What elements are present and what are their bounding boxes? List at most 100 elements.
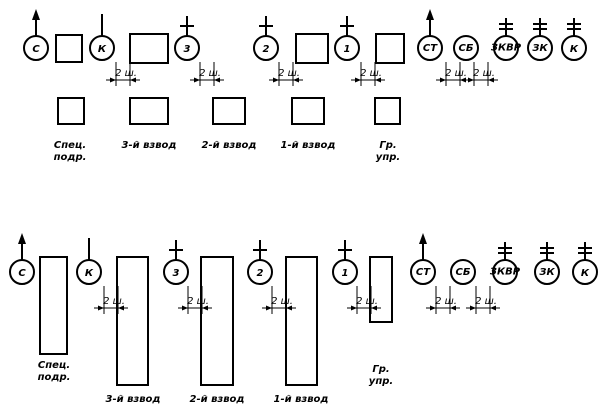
node-k2: К <box>572 242 598 285</box>
arrow-icon <box>419 233 427 244</box>
node-label: 1 <box>342 268 349 279</box>
node-label: СТ <box>416 267 431 278</box>
arrow-icon <box>202 305 208 311</box>
unit-box-spec <box>39 256 68 355</box>
distance-marker: 2 ш. <box>464 62 498 86</box>
distance-label: 2 ш. <box>271 296 293 307</box>
node-label: К <box>581 268 590 279</box>
node-k2: К <box>561 18 587 61</box>
arrow-icon <box>430 305 436 311</box>
caption-v1: 1-й взвод <box>273 394 328 405</box>
unit-box-gr <box>374 97 401 125</box>
node-label: К <box>570 44 579 55</box>
distance-marker: 2 ш. <box>347 286 381 314</box>
distance-label: 2 ш. <box>187 296 209 307</box>
distance-label: 2 ш. <box>435 296 457 307</box>
node-label: СБ <box>459 43 474 54</box>
arrow-icon <box>488 77 494 83</box>
distance-label: 2 ш. <box>278 68 300 79</box>
arrow-icon <box>426 9 434 20</box>
caption-spec: Спец.подр. <box>54 140 87 163</box>
distance-marker: 2 ш. <box>94 286 128 314</box>
arrow-icon <box>440 77 446 83</box>
arrow-icon <box>273 77 279 83</box>
arrow-icon <box>182 305 188 311</box>
node-label: ЗК <box>539 267 555 278</box>
caption-v2: 2-й взвод <box>201 140 256 151</box>
arrow-icon <box>130 77 136 83</box>
unit-box-v1 <box>291 97 325 125</box>
distance-marker: 2 ш. <box>269 62 303 86</box>
node-sb: СБ <box>450 259 476 285</box>
arrow-icon <box>468 77 474 83</box>
node-c1: С <box>9 233 35 285</box>
caption-v2: 2-й взвод <box>189 394 244 405</box>
unit-box-v2 <box>212 97 246 125</box>
arrow-icon <box>18 233 26 244</box>
arrow-icon <box>194 77 200 83</box>
node-label: СТ <box>423 43 438 54</box>
distance-label: 2 ш. <box>445 68 467 79</box>
node-sb: СБ <box>453 35 479 61</box>
caption-v1: 1-й взвод <box>280 140 335 151</box>
arrow-icon <box>355 77 361 83</box>
node-label: К <box>98 44 107 55</box>
node-zk: ЗК <box>527 18 553 61</box>
caption-gr: Гр.упр. <box>369 364 393 387</box>
node-label: К <box>85 268 94 279</box>
node-label: 3 <box>184 44 191 55</box>
node-label: 2 <box>263 44 270 55</box>
node-st: СТ <box>410 233 436 285</box>
arrow-icon <box>214 77 220 83</box>
node-label: СБ <box>456 267 471 278</box>
node-label: ЗК <box>532 43 548 54</box>
node-circle <box>453 35 479 61</box>
caption-spec: Спец.подр. <box>38 360 71 383</box>
arrow-icon <box>266 305 272 311</box>
node-label: С <box>32 44 40 55</box>
arrow-icon <box>351 305 357 311</box>
distance-label: 2 ш. <box>473 68 495 79</box>
distance-marker: 2 ш. <box>190 62 224 86</box>
unit-box-row3 <box>375 33 405 64</box>
node-label: С <box>18 268 26 279</box>
unit-box-row0 <box>55 34 83 63</box>
arrow-icon <box>110 77 116 83</box>
unit-box-v3 <box>129 97 169 125</box>
node-k1: К <box>76 238 102 285</box>
distance-marker: 2 ш. <box>106 62 140 86</box>
distance-label: 2 ш. <box>199 68 221 79</box>
unit-box-row2 <box>295 33 329 64</box>
arrow-icon <box>490 305 496 311</box>
distance-label: 2 ш. <box>356 296 378 307</box>
arrow-icon <box>371 305 377 311</box>
node-z2: 2 <box>253 16 279 61</box>
unit-box-spec <box>57 97 85 125</box>
unit-box-gr <box>369 256 393 323</box>
arrow-icon <box>450 305 456 311</box>
node-label: 2 <box>257 268 264 279</box>
node-zk: ЗК <box>534 242 560 285</box>
arrow-icon <box>32 9 40 20</box>
distance-marker: 2 ш. <box>178 286 212 314</box>
unit-box-v2 <box>200 256 234 386</box>
caption-v3: 3-й взвод <box>121 140 176 151</box>
arrow-icon <box>375 77 381 83</box>
node-circle <box>450 259 476 285</box>
arrow-icon <box>98 305 104 311</box>
arrow-icon <box>286 305 292 311</box>
node-label: 3 <box>173 268 180 279</box>
distance-marker: 2 ш. <box>351 62 385 86</box>
distance-marker: 2 ш. <box>466 286 500 314</box>
distance-label: 2 ш. <box>475 296 497 307</box>
distance-marker: 2 ш. <box>262 286 296 314</box>
node-c1: С <box>23 9 49 61</box>
distance-label: 2 ш. <box>115 68 137 79</box>
unit-box-v3 <box>116 256 149 386</box>
distance-marker: 2 ш. <box>426 286 460 314</box>
arrow-icon <box>118 305 124 311</box>
node-st: СТ <box>417 9 443 61</box>
